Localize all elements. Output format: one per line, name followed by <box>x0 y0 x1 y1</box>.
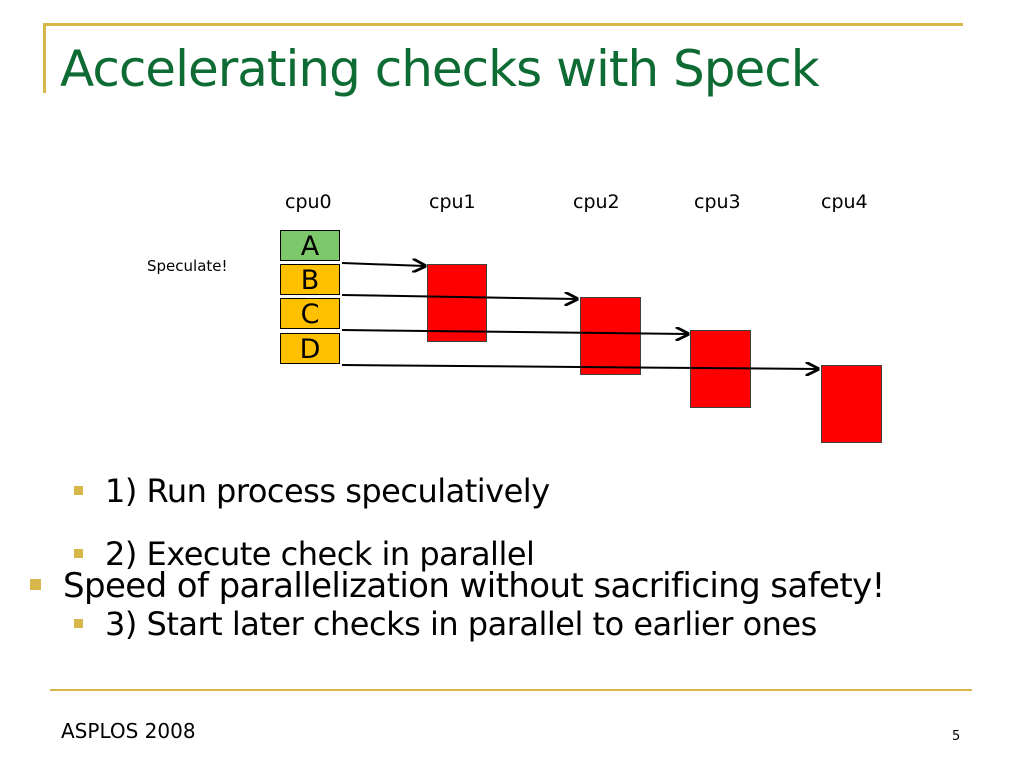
check-box-cpu4 <box>821 365 882 443</box>
left-border-line <box>43 23 46 93</box>
arrow-d-to-cpu4 <box>341 365 818 369</box>
footer-divider <box>50 689 972 691</box>
slide-title: Accelerating checks with Speck <box>60 40 820 98</box>
main-bullet: Speed of parallelization without sacrifi… <box>30 566 885 606</box>
bullet-1-text: 1) Run process speculatively <box>105 472 550 510</box>
bullet-3-text: 3) Start later checks in parallel to ear… <box>105 605 817 643</box>
bullet-1: 1) Run process speculatively <box>74 472 550 510</box>
cpu-label-4: cpu4 <box>821 191 868 213</box>
bullet-3: 3) Start later checks in parallel to ear… <box>74 605 817 643</box>
bullet-2-text: 2) Execute check in parallel <box>105 535 535 573</box>
page-number: 5 <box>952 729 961 744</box>
bullet-square-icon <box>30 579 41 590</box>
speculate-label: Speculate! <box>147 257 228 275</box>
bullet-square-icon <box>74 485 83 495</box>
segment-b: B <box>280 264 340 296</box>
bullet-2: 2) Execute check in parallel <box>74 535 535 573</box>
cpu-label-3: cpu3 <box>694 191 741 213</box>
check-box-cpu1 <box>427 264 487 342</box>
footer-text: ASPLOS 2008 <box>61 719 196 743</box>
cpu-label-2: cpu2 <box>573 191 620 213</box>
bullet-square-icon <box>74 548 83 558</box>
segment-a: A <box>280 230 340 262</box>
segment-d: D <box>280 333 340 365</box>
check-box-cpu2 <box>580 297 641 375</box>
cpu-label-1: cpu1 <box>429 191 476 213</box>
segment-c: C <box>280 298 340 330</box>
bullet-square-icon <box>74 618 83 628</box>
cpu-label-0: cpu0 <box>285 191 332 213</box>
main-bullet-text: Speed of parallelization without sacrifi… <box>63 566 885 606</box>
arrow-a-to-cpu1 <box>341 263 425 266</box>
arrow-c-to-cpu3 <box>341 330 688 334</box>
arrow-b-to-cpu2 <box>341 295 577 299</box>
top-border-line <box>43 23 963 26</box>
